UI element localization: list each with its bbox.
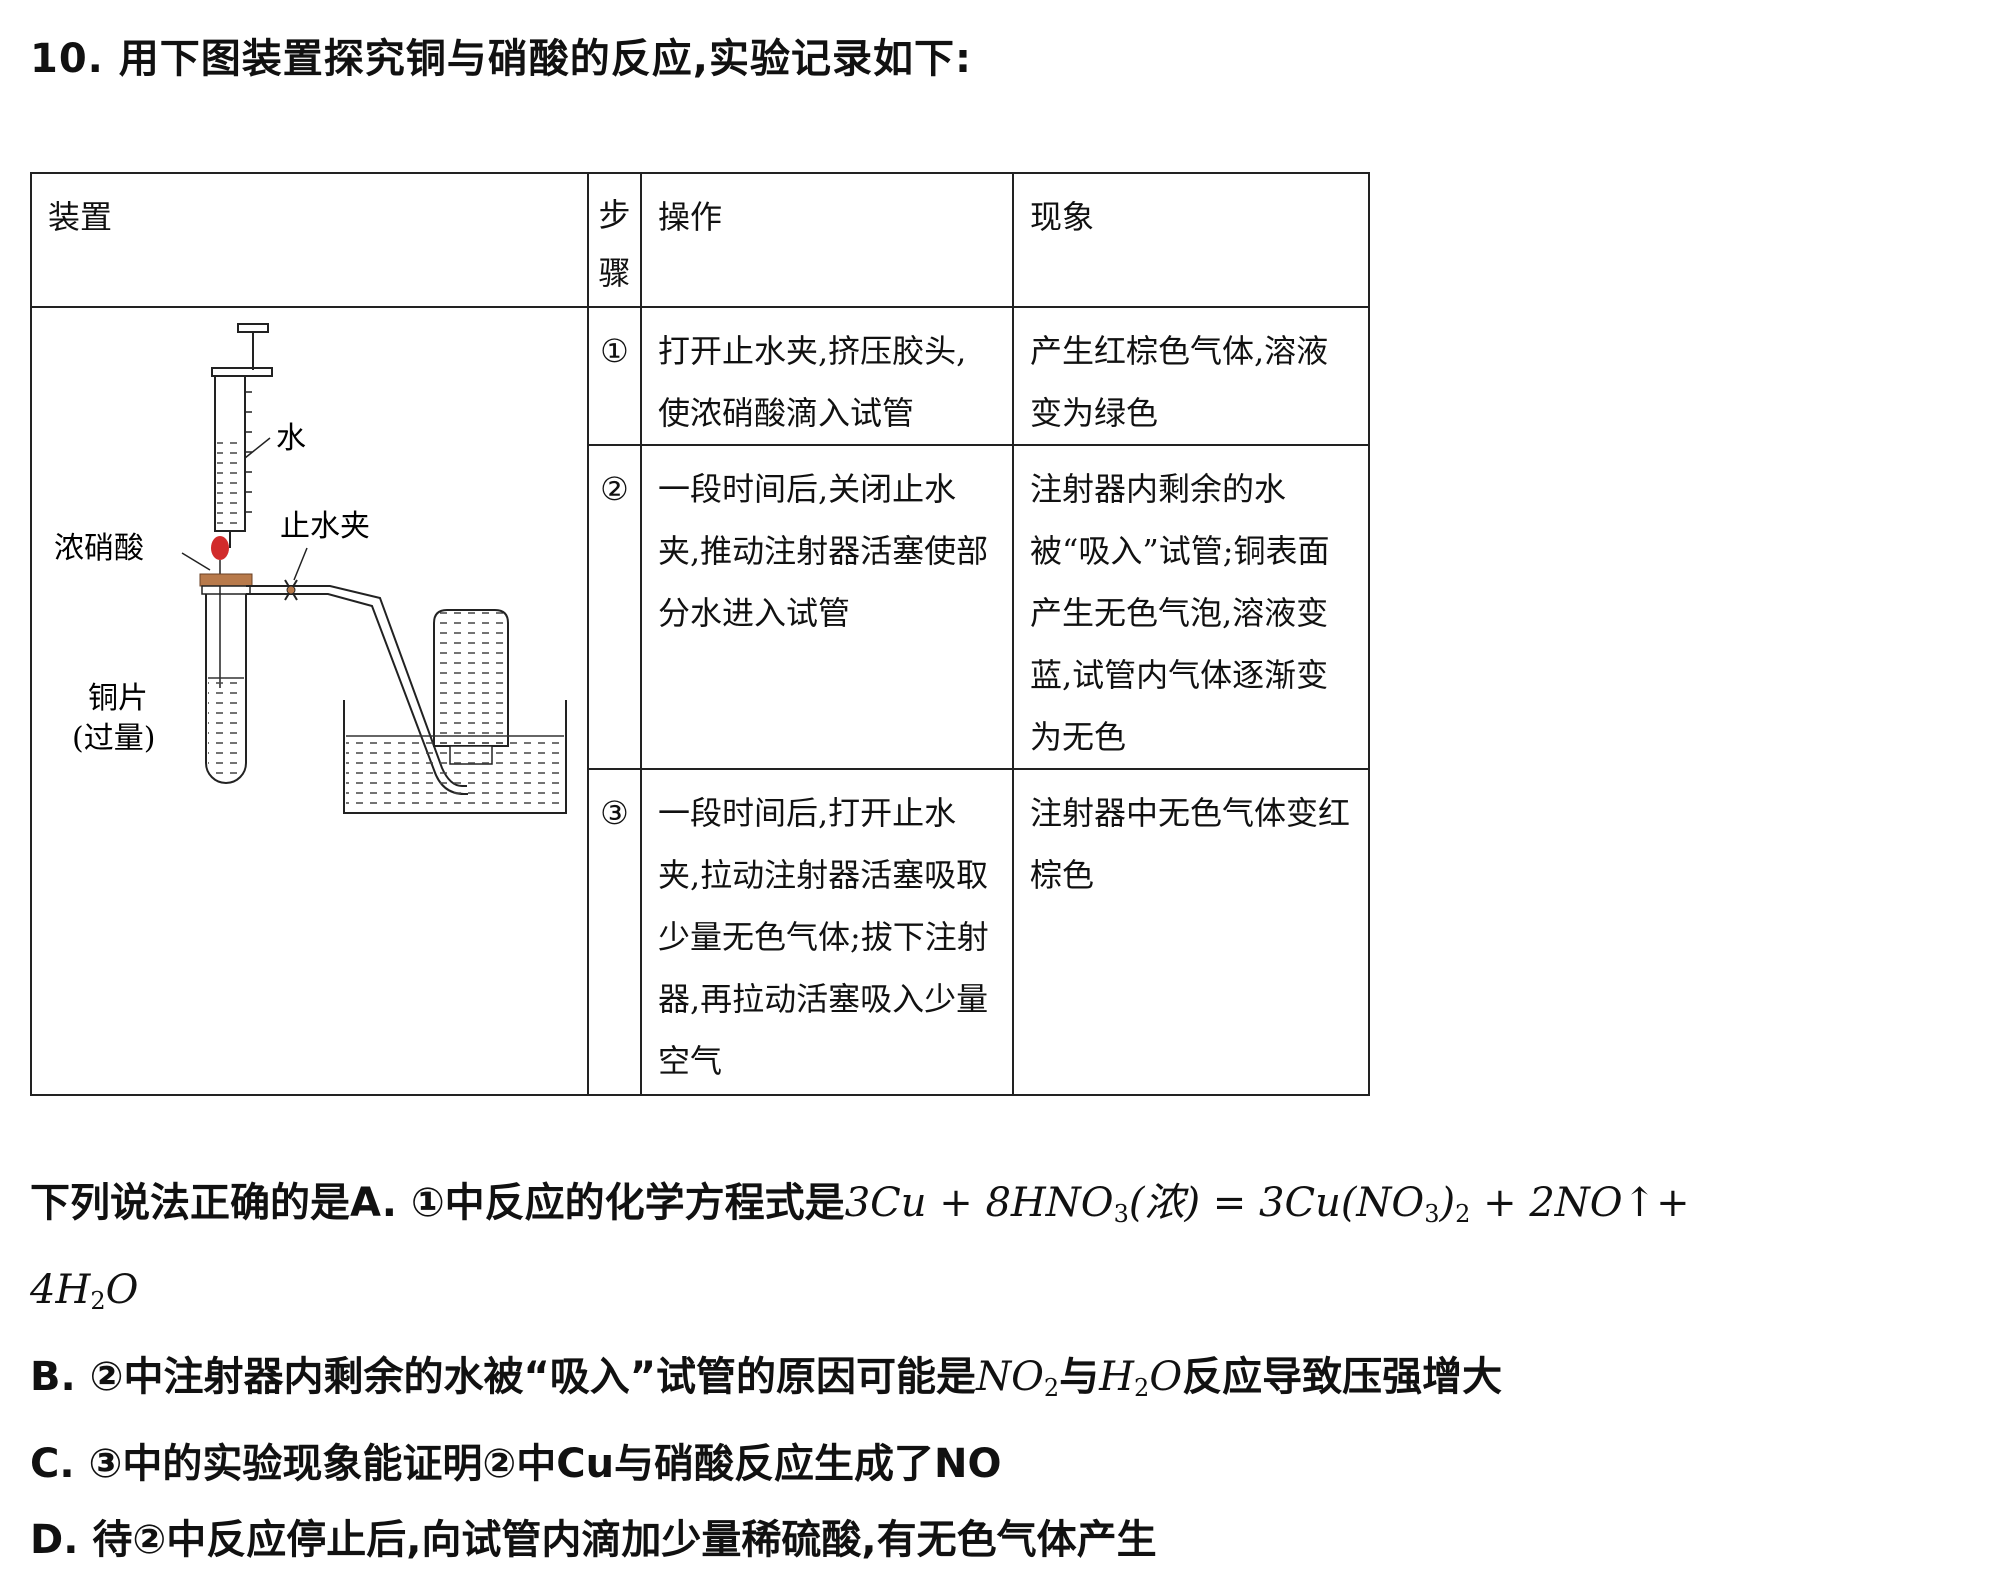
option-b-text: 与 <box>1059 1354 1100 1400</box>
formula: NO <box>976 1354 1044 1400</box>
row-2-step: ② <box>587 444 642 770</box>
option-a-line2: 4H2O <box>30 1252 1690 1339</box>
option-b-text: B. ②中注射器内剩余的水被“吸入”试管的原因可能是 <box>30 1354 977 1400</box>
label-water: 水 <box>276 421 306 456</box>
option-a-equation: 3Cu + 8HNO <box>844 1180 1114 1226</box>
water-trough-icon <box>343 700 567 814</box>
row-1-step: ① <box>587 306 642 446</box>
experiment-table: 装置 步骤 操作 现象 <box>30 172 1370 1096</box>
option-d: D. 待②中反应停止后,向试管内滴加少量稀硫酸,有无色气体产生 <box>30 1517 1157 1563</box>
label-concentrated-nitric-acid: 浓硝酸 <box>54 531 144 566</box>
subscript: 3 <box>1113 1200 1129 1228</box>
option-a-text: 下列说法正确的是A. ①中反应的化学方程式是 <box>30 1180 845 1226</box>
table-row: ③ 一段时间后,打开止水夹,拉动注射器活塞吸取少量无色气体;拔下注射器,再拉动活… <box>31 768 1370 1096</box>
formula: H <box>1099 1354 1135 1400</box>
apparatus-diagram: 水 浓硝酸 铜片 (过量) <box>54 323 567 814</box>
table-header-row: 装置 步骤 操作 现象 <box>30 172 1370 308</box>
row-1-operation: 打开止水夹,挤压胶头,使浓硝酸滴入试管 <box>640 306 1014 446</box>
dropper-bulb-icon <box>211 536 229 560</box>
option-b-text: 反应导致压强增大 <box>1182 1354 1503 1400</box>
row-3-step: ③ <box>587 768 642 1096</box>
option-b: B. ②中注射器内剩余的水被“吸入”试管的原因可能是NO2与H2O反应导致压强增… <box>30 1339 1690 1426</box>
row-3-phenomenon: 注射器中无色气体变红棕色 <box>1012 768 1370 1096</box>
row-1-phenomenon: 产生红棕色气体,溶液变为绿色 <box>1012 306 1370 446</box>
option-c: C. ③中的实验现象能证明②中Cu与硝酸反应生成了NO <box>30 1441 1002 1487</box>
option-a-equation-end: + 2NO↑+ <box>1470 1180 1690 1226</box>
option-a: 下列说法正确的是A. ①中反应的化学方程式是3Cu + 8HNO3(浓) = 3… <box>30 1165 1690 1252</box>
option-a-equation-mid: (浓) = 3Cu(NO <box>1128 1180 1425 1226</box>
syringe-icon <box>211 323 273 548</box>
row-3-operation: 一段时间后,打开止水夹,拉动注射器活塞吸取少量无色气体;拔下注射器,再拉动活塞吸… <box>640 768 1014 1096</box>
label-copper-excess: (过量) <box>72 721 155 756</box>
subscript: 2 <box>90 1287 106 1315</box>
formula: 4H <box>30 1267 91 1313</box>
stopper-icon <box>199 573 253 587</box>
subscript: 2 <box>1134 1374 1150 1402</box>
subscript: 2 <box>1043 1374 1060 1402</box>
answer-options: 下列说法正确的是A. ①中反应的化学方程式是3Cu + 8HNO3(浓) = 3… <box>30 1165 1690 1578</box>
header-operation: 操作 <box>640 172 1014 308</box>
formula: O <box>105 1267 139 1313</box>
header-phenomenon: 现象 <box>1012 172 1370 308</box>
subscript: 3 <box>1424 1200 1440 1228</box>
paren: ) <box>1439 1180 1456 1226</box>
formula: O <box>1149 1354 1183 1400</box>
test-tube-icon <box>205 594 247 784</box>
label-copper: 铜片 <box>88 681 148 716</box>
table-row: 水 浓硝酸 铜片 (过量) <box>30 306 1370 1096</box>
apparatus-cell: 水 浓硝酸 铜片 (过量) <box>30 306 589 1096</box>
water-clamp-icon <box>284 579 298 601</box>
row-2-phenomenon: 注射器内剩余的水被“吸入”试管;铜表面产生无色气泡,溶液变蓝,试管内气体逐渐变为… <box>1012 444 1370 770</box>
header-apparatus: 装置 <box>30 172 589 308</box>
row-2-operation: 一段时间后,关闭止水夹,推动注射器活塞使部分水进入试管 <box>640 444 1014 770</box>
header-step: 步骤 <box>587 172 642 308</box>
question-title: 10. 用下图装置探究铜与硝酸的反应,实验记录如下: <box>30 36 972 82</box>
label-water-clamp: 止水夹 <box>280 509 370 544</box>
subscript: 2 <box>1455 1200 1471 1228</box>
table-row: ② 一段时间后,关闭止水夹,推动注射器活塞使部分水进入试管 注射器内剩余的水被“… <box>31 444 1370 770</box>
